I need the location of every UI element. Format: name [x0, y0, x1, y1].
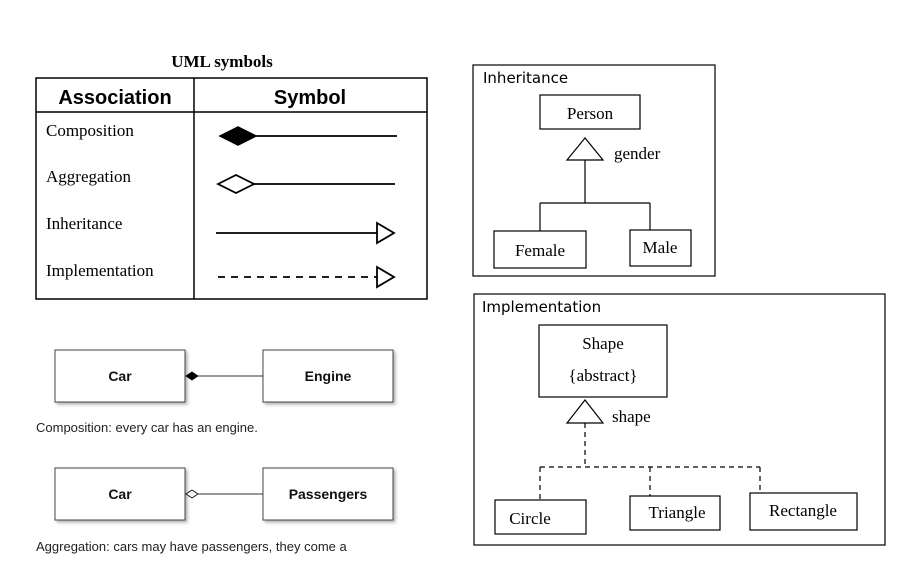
row-label-aggregation: Aggregation	[46, 167, 131, 186]
hollow-diamond-icon	[215, 173, 257, 195]
inheritance-panel: Inheritance Person gender Female Male	[472, 64, 716, 277]
class-box-rectangle	[749, 492, 858, 531]
header-symbol: Symbol	[274, 87, 346, 109]
class-name-male: Male	[643, 238, 678, 257]
implementation-panel: Implementation Shape {abstract} shape Ci…	[473, 293, 886, 546]
hollow-triangle-icon	[565, 137, 605, 161]
implementation-discriminator: shape	[612, 407, 651, 426]
row-label-inheritance: Inheritance	[46, 214, 122, 233]
class-box-car	[54, 349, 186, 403]
filled-diamond-icon	[218, 126, 258, 146]
class-box-circle	[494, 499, 587, 535]
hollow-triangle-icon	[565, 399, 605, 424]
hollow-triangle-icon	[376, 265, 396, 289]
hollow-triangle-icon	[376, 221, 396, 245]
class-box-engine	[262, 349, 394, 403]
implementation-title: Implementation	[482, 298, 601, 316]
class-box-male	[629, 229, 692, 267]
class-name-passengers: Passengers	[289, 486, 368, 502]
class-name-engine: Engine	[305, 368, 352, 384]
symbol-implementation	[218, 265, 396, 289]
class-name-person: Person	[567, 104, 614, 123]
class-name-female: Female	[515, 241, 565, 260]
class-name-triangle: Triangle	[649, 503, 706, 522]
hollow-diamond-icon	[185, 489, 199, 499]
row-label-composition: Composition	[46, 121, 134, 140]
filled-diamond-icon	[185, 371, 199, 381]
symbol-aggregation	[215, 173, 395, 195]
class-name-car: Car	[108, 486, 132, 502]
composition-caption: Composition: every car has an engine.	[36, 420, 258, 435]
inheritance-frame	[472, 64, 716, 277]
composition-example: Car Engine Composition: every car has an…	[36, 349, 394, 435]
class-box-person	[539, 94, 641, 130]
class-box-female	[493, 230, 587, 269]
table-caption: UML symbols	[171, 52, 273, 71]
symbols-table: UML symbols Association Symbol Compositi…	[35, 52, 428, 300]
class-box-car	[54, 467, 186, 521]
class-box-shape	[538, 324, 668, 398]
class-name-rectangle: Rectangle	[769, 501, 837, 520]
class-name-car: Car	[108, 368, 132, 384]
class-box-triangle	[629, 495, 721, 531]
inheritance-title: Inheritance	[483, 69, 568, 87]
row-label-implementation: Implementation	[46, 261, 154, 280]
aggregation-example: Car Passengers Aggregation: cars may hav…	[36, 467, 394, 554]
symbol-inheritance	[216, 221, 396, 245]
inheritance-discriminator: gender	[614, 144, 661, 163]
aggregation-caption: Aggregation: cars may have passengers, t…	[36, 539, 347, 554]
class-stereotype-abstract: {abstract}	[568, 366, 637, 385]
table-frame	[35, 77, 428, 300]
header-association: Association	[58, 87, 171, 109]
symbol-composition	[218, 126, 397, 146]
implementation-frame	[473, 293, 886, 546]
class-name-circle: Circle	[509, 509, 551, 528]
class-name-shape: Shape	[582, 334, 624, 353]
